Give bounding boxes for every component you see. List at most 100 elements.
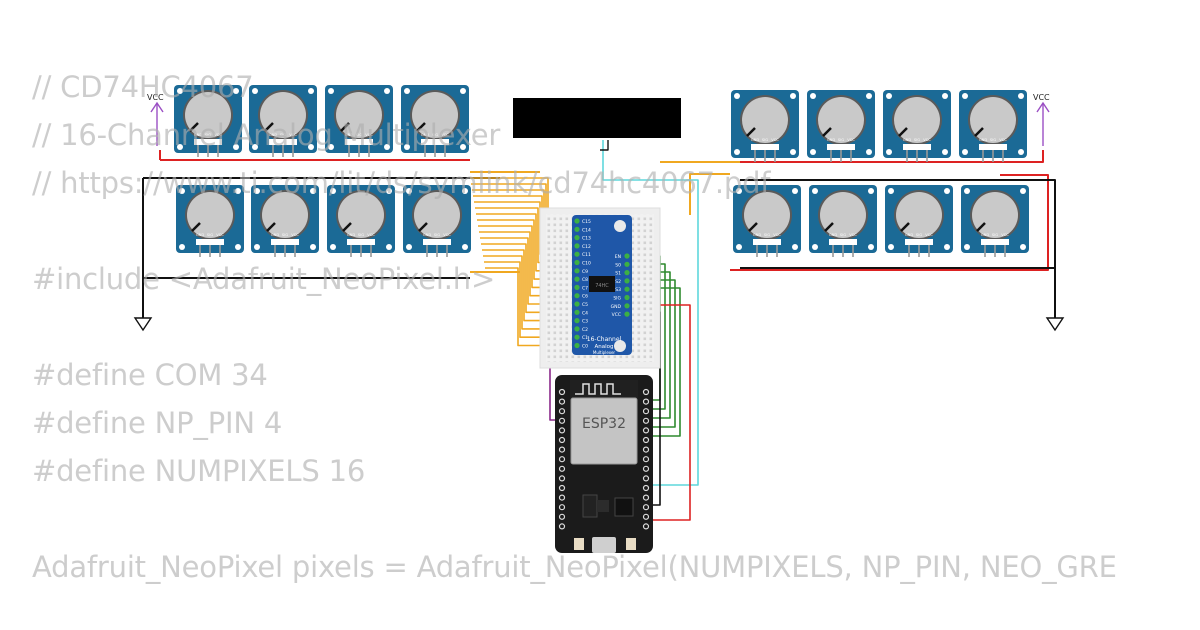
neopixel-strip xyxy=(513,98,681,138)
esp32-pin xyxy=(642,388,650,396)
pot-pin-label: GND xyxy=(421,133,429,137)
mux-pin-label: C8 xyxy=(582,277,588,283)
esp32-pin xyxy=(642,446,650,453)
wire xyxy=(730,150,1049,271)
esp32-pin xyxy=(642,475,650,482)
mux-pin-label: S0 xyxy=(615,262,621,268)
knob-indicator xyxy=(898,127,908,137)
mux-pin xyxy=(624,311,630,317)
pot-pin-label: SIG xyxy=(762,138,768,142)
mux-pin-label: C5 xyxy=(582,302,588,308)
knob-indicator xyxy=(340,122,350,132)
esp32-pin xyxy=(558,408,566,415)
knob-indicator xyxy=(189,122,199,132)
mux-pin-label: EN xyxy=(615,254,621,260)
esp32-pin xyxy=(558,523,566,530)
mux-pin xyxy=(624,270,630,276)
pot-pin-label: SIG xyxy=(764,233,770,237)
esp32-pin xyxy=(642,484,650,492)
mux-pin-label: SIG xyxy=(613,296,621,302)
pot-pin-label: VCC xyxy=(291,233,299,237)
esp32-pin xyxy=(558,456,566,463)
mux-pin-label: S2 xyxy=(615,279,621,285)
mux-pin-label: S3 xyxy=(615,287,621,293)
wire xyxy=(740,179,1056,318)
mux-pin-label: C3 xyxy=(582,319,588,325)
mux-pin xyxy=(574,318,580,324)
esp32-pin xyxy=(558,504,566,511)
esp32-pin xyxy=(642,494,650,501)
mux-pin-label: C0 xyxy=(582,344,588,350)
esp32-pin xyxy=(558,465,566,472)
esp32-pin xyxy=(558,436,566,444)
pot-pin-label: SIG xyxy=(358,233,364,237)
mux-pin xyxy=(574,334,580,340)
mux-pin xyxy=(624,303,630,309)
pot-pin-label: VCC xyxy=(443,233,451,237)
esp32-pin xyxy=(558,388,566,396)
mux-pin-label: C15 xyxy=(582,219,591,225)
svg-text:74HC: 74HC xyxy=(595,283,609,289)
mux-pin xyxy=(574,218,580,224)
mux-pin-label: C7 xyxy=(582,285,588,291)
mux-pin xyxy=(574,284,580,290)
pot-pin-label: GND xyxy=(423,233,431,237)
esp32-pin xyxy=(642,436,650,444)
pot-pin-label: VCC xyxy=(214,133,222,137)
pot-pin-label: SIG xyxy=(990,138,996,142)
pot-pin-label: GND xyxy=(194,133,202,137)
pot-pin-label: SIG xyxy=(207,233,213,237)
vcc-symbol-left: VCC xyxy=(147,93,164,146)
vcc-symbol-right: VCC xyxy=(1033,93,1050,146)
mux-pin xyxy=(624,286,630,292)
multiplexer-board: 74HC C15C14C13C12C11C10C9C8C7C6C5C4C3C2C… xyxy=(572,215,632,355)
pot-pin-label: GND xyxy=(753,233,761,237)
knob-indicator xyxy=(900,222,910,232)
pot-pin-label: GND xyxy=(903,138,911,142)
mux-pin-label: GND xyxy=(611,304,622,310)
esp32-pin xyxy=(642,504,650,511)
esp32-pin xyxy=(642,456,650,463)
mux-pin-label: C10 xyxy=(582,261,591,267)
pot-pin-label: GND xyxy=(347,233,355,237)
knob-indicator xyxy=(191,222,201,232)
pot-pin-label: VCC xyxy=(849,233,857,237)
knob-indicator xyxy=(418,222,428,232)
pot-pin-label: VCC xyxy=(923,138,931,142)
mux-pin xyxy=(574,251,580,257)
wire xyxy=(602,140,699,486)
mux-pin xyxy=(574,226,580,232)
esp32-pin xyxy=(558,513,566,520)
pot-pin-label: SIG xyxy=(356,133,362,137)
pot-pin-label: GND xyxy=(981,233,989,237)
mux-pin xyxy=(574,276,580,282)
pot-pin-label: VCC xyxy=(847,138,855,142)
mux-pin xyxy=(574,243,580,249)
esp32-board: ESP32 xyxy=(555,375,653,553)
pot-pin-label: SIG xyxy=(914,138,920,142)
pot-pin-label: VCC xyxy=(1001,233,1009,237)
pot-pin-label: SIG xyxy=(282,233,288,237)
esp32-pin xyxy=(642,398,650,405)
mux-pin-label: C14 xyxy=(582,227,591,233)
pot-pin-label: GND xyxy=(751,138,759,142)
pot-pin-label: GND xyxy=(269,133,277,137)
